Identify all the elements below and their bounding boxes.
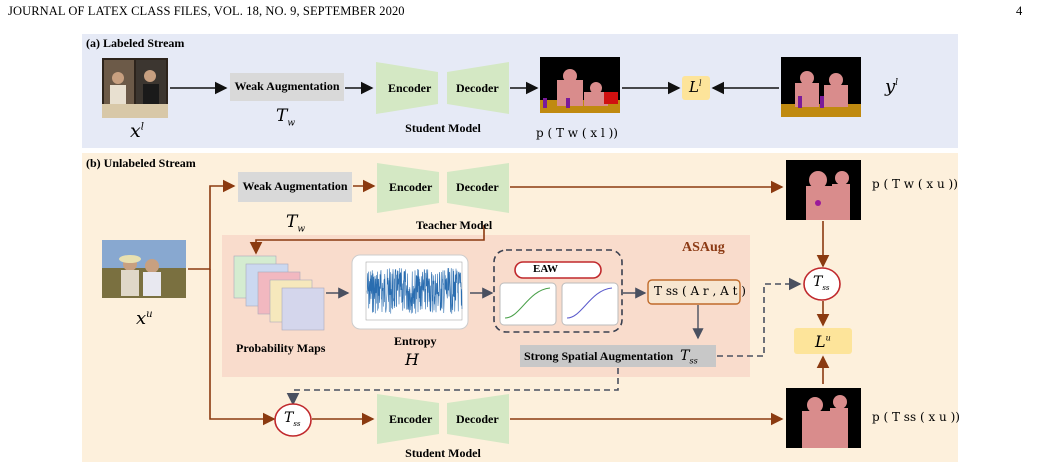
teacher-prediction-image	[786, 160, 861, 220]
tw-symbol: T	[276, 106, 288, 126]
student-pred-label: p ( T ss ( x u ))	[872, 410, 960, 424]
weak-augmentation-a-label: Weak Augmentation	[234, 79, 340, 94]
xu-sup: u	[146, 309, 153, 320]
student-prediction-image	[786, 388, 861, 448]
encoder-bottom-label: Encoder	[389, 412, 433, 426]
asaug-title: ASAug	[682, 240, 725, 255]
unlabeled-loss-label: Lu	[815, 332, 831, 352]
journal-header: JOURNAL OF LATEX CLASS FILES, VOL. 18, N…	[8, 4, 405, 18]
y-symbol: y	[885, 76, 896, 97]
tss-sub-right: ss	[822, 283, 830, 292]
teacher-decoder	[447, 163, 509, 213]
teacher-model-label: Teacher Model	[415, 218, 493, 232]
tss-sub-bottom: ss	[293, 419, 301, 428]
weak-augmentation-a: Weak Augmentation	[230, 73, 344, 101]
student-model-b-label: Student Model	[405, 446, 481, 460]
tss-params-label: T ss ( A r , A t )	[654, 284, 746, 298]
decoder-bottom-label: Decoder	[456, 412, 499, 426]
tw-label-b: Tw	[286, 212, 305, 234]
weak-augmentation-b: Weak Augmentation	[238, 172, 352, 202]
lu-sup: u	[825, 333, 831, 343]
tw-symbol-b: T	[286, 212, 298, 232]
strong-spatial-augmentation-label: Strong Spatial Augmentation Tss	[524, 348, 698, 365]
weak-augmentation-b-label: Weak Augmentation	[242, 179, 348, 194]
ssa-tss-symbol: T	[680, 348, 690, 364]
unlabeled-stream-title: (b) Unlabeled Stream	[86, 156, 196, 170]
x-symbol: x	[130, 120, 141, 142]
ground-truth-label: yl	[885, 76, 898, 97]
encoder-top-label: Encoder	[389, 180, 433, 194]
labeled-input-image	[102, 58, 168, 118]
decoder-a-label: Decoder	[456, 81, 499, 95]
xu-symbol: x	[136, 308, 147, 329]
teacher-encoder	[377, 163, 439, 213]
student-decoder-a	[447, 62, 509, 114]
probability-maps	[233, 255, 325, 331]
ssa-text: Strong Spatial Augmentation	[524, 349, 674, 363]
labeled-stream-title: (a) Labeled Stream	[86, 36, 185, 50]
tss-circle-bottom-label: Tss	[284, 410, 301, 428]
tss-circle-right-label: Tss	[813, 274, 830, 292]
student-encoder-b	[377, 394, 439, 444]
tw-label-a: Tw	[276, 106, 295, 128]
labeled-prediction-image	[540, 57, 620, 113]
l-symbol: L	[689, 78, 699, 96]
tss-symbol-bottom: T	[284, 410, 294, 426]
entropy-plot	[351, 254, 469, 330]
lu-symbol: L	[815, 332, 826, 351]
labeled-loss-label: Ll	[689, 78, 702, 97]
labeled-pred-label: p ( T w ( x l ))	[536, 126, 618, 140]
labeled-input-label: xl	[130, 120, 144, 143]
tw-sub-b: w	[297, 224, 306, 235]
unlabeled-input-label: xu	[136, 308, 153, 329]
labeled-loss-box	[682, 76, 710, 100]
eaw-label: EAW	[533, 263, 559, 275]
entropy-label: Entropy	[394, 334, 437, 348]
probability-maps-label: Probability Maps	[236, 341, 326, 355]
y-sup: l	[895, 78, 899, 88]
teacher-pred-label: p ( T w ( x u ))	[872, 177, 958, 191]
ground-truth-image	[781, 57, 861, 117]
tw-sub: w	[287, 118, 296, 129]
unlabeled-input-image	[102, 240, 186, 298]
encoder-a-label: Encoder	[388, 81, 432, 95]
x-sup: l	[140, 121, 144, 133]
ssa-tss-sub: ss	[689, 356, 698, 366]
l-sup: l	[698, 79, 702, 88]
entropy-symbol: H	[405, 350, 419, 369]
student-decoder-b	[447, 394, 509, 444]
student-encoder-a	[376, 62, 438, 114]
decoder-top-label: Decoder	[456, 180, 499, 194]
tss-symbol-right: T	[813, 274, 823, 290]
student-model-a-label: Student Model	[405, 121, 481, 135]
page-number: 4	[1016, 4, 1023, 18]
